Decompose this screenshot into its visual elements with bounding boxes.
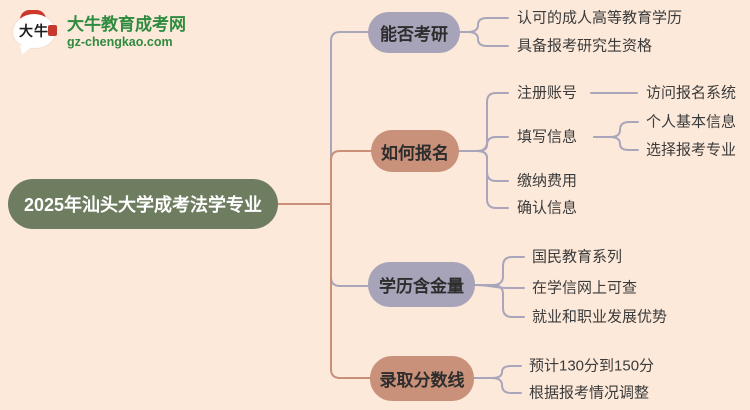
connector-b4-c2 bbox=[470, 377, 522, 394]
leaf-item: 国民教育系列 bbox=[532, 248, 623, 266]
leaf-item: 就业和职业发展优势 bbox=[532, 308, 668, 326]
connector-b1-c1 bbox=[457, 17, 509, 33]
connector-b1-c2 bbox=[457, 31, 509, 47]
leaf-item: 具备报考研究生资格 bbox=[517, 37, 653, 55]
connector-b2-c3 bbox=[455, 150, 509, 182]
leaf-item: 在学信网上可查 bbox=[532, 279, 638, 297]
leaf-item: 认可的成人高等教育学历 bbox=[517, 9, 683, 27]
connector-trunk-purple bbox=[330, 31, 373, 287]
connector-trunk-salmon bbox=[330, 150, 376, 379]
branch-degree-value: 学历含金量 bbox=[368, 262, 475, 307]
leaf-item: 根据报考情况调整 bbox=[529, 384, 650, 402]
connector-b2-c2-g1 bbox=[593, 121, 639, 138]
connector-b2-c2 bbox=[455, 136, 509, 152]
logo-text: 大牛 bbox=[19, 23, 49, 39]
leaf-item: 确认信息 bbox=[517, 199, 578, 217]
logo-bubble-icon: 大牛 bbox=[12, 10, 58, 57]
leaf-item: 个人基本信息 bbox=[646, 113, 737, 131]
connector-b3-c1 bbox=[472, 256, 525, 286]
leaf-item: 注册账号 bbox=[517, 84, 578, 102]
connector-b4-c1 bbox=[470, 365, 522, 379]
leaf-item: 填写信息 bbox=[517, 128, 578, 146]
leaf-item: 预计130分到150分 bbox=[529, 357, 655, 375]
leaf-item: 选择报考专业 bbox=[646, 141, 737, 159]
logo-seal-icon bbox=[48, 25, 57, 36]
brand-url: gz-chengkao.com bbox=[67, 34, 173, 49]
connector-b2-c2-g2 bbox=[593, 136, 639, 151]
branch-can-postgrad: 能否考研 bbox=[368, 12, 460, 53]
root-topic: 2025年汕头大学成考法学专业 bbox=[8, 179, 278, 229]
leaf-item: 缴纳费用 bbox=[517, 172, 578, 190]
connector-b2-c1 bbox=[455, 92, 509, 152]
connector-b2-c4 bbox=[455, 150, 509, 209]
leaf-item: 访问报名系统 bbox=[646, 84, 737, 102]
brand-name: 大牛教育成考网 bbox=[67, 15, 186, 35]
site-logo: 大牛 大牛教育成考网 gz-chengkao.com bbox=[12, 10, 186, 57]
branch-how-to-register: 如何报名 bbox=[371, 130, 459, 172]
branch-admission-score: 录取分数线 bbox=[370, 356, 474, 401]
connector-b3-c3 bbox=[472, 284, 525, 318]
